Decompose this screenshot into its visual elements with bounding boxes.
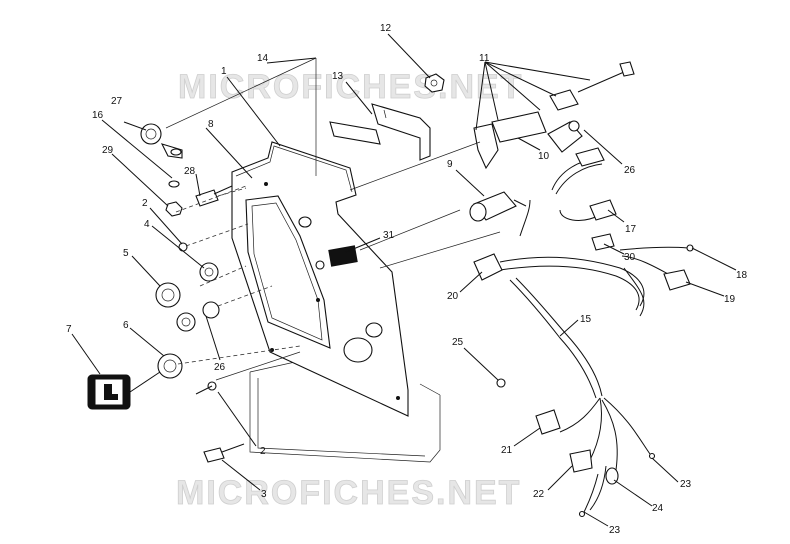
terminal-23a [648, 452, 656, 460]
callout-23-upper: 23 [680, 479, 692, 490]
callout-7: 7 [66, 324, 72, 335]
grommet-25 [496, 378, 506, 388]
connector-17 [589, 199, 617, 221]
callout-2-upper: 2 [142, 198, 148, 209]
callout-13: 13 [332, 71, 344, 82]
callout-6: 6 [123, 320, 129, 331]
connector-26 [575, 147, 605, 167]
bushing-2a [178, 242, 188, 252]
nut-5 [155, 282, 181, 308]
callout-2-lower: 2 [260, 446, 266, 457]
callout-25: 25 [452, 337, 464, 348]
bolt-3 [203, 447, 225, 463]
callout-20: 20 [447, 291, 459, 302]
callout-15: 15 [580, 314, 592, 325]
callout-9: 9 [447, 159, 453, 170]
switch-9 [469, 191, 527, 222]
left-hardware [87, 123, 249, 463]
callout-16: 16 [92, 110, 104, 121]
callout-26-right: 26 [624, 165, 636, 176]
background-frame [249, 361, 441, 463]
nut-12 [424, 73, 445, 93]
callout-30: 30 [624, 252, 636, 263]
nut-6 [157, 353, 183, 379]
callout-23-lower: 23 [609, 525, 621, 536]
callout-18: 18 [736, 270, 748, 281]
callout-31: 31 [383, 230, 395, 241]
wire-harness [499, 157, 689, 513]
callout-17: 17 [625, 224, 637, 235]
washer-29 [168, 180, 180, 188]
connector-19 [663, 269, 691, 291]
callout-21: 21 [501, 445, 513, 456]
callout-3: 3 [261, 489, 267, 500]
switch-assembly [473, 61, 635, 170]
callout-29: 29 [102, 145, 114, 156]
callout-5: 5 [123, 248, 129, 259]
callout-4: 4 [144, 219, 150, 230]
bolt-28 [195, 189, 219, 207]
washer-27 [140, 123, 162, 145]
callout-28: 28 [184, 166, 196, 177]
callout-10: 10 [538, 151, 550, 162]
washer-4 [199, 262, 219, 282]
callout-24: 24 [652, 503, 664, 514]
callout-14: 14 [257, 53, 269, 64]
connector-21 [535, 409, 561, 435]
callout-11: 11 [479, 53, 490, 64]
watermark-top: MICROFICHES.NET [178, 68, 523, 106]
alignment-lines [175, 141, 501, 381]
terminal-23b [578, 510, 586, 518]
connector-24 [605, 467, 619, 485]
callout-27: 27 [111, 96, 123, 107]
callout-19: 19 [724, 294, 736, 305]
panel-label-decal [328, 245, 358, 267]
callout-8: 8 [208, 119, 214, 130]
lockwasher-26 [202, 301, 220, 319]
watermark-bottom: MICROFICHES.NET [176, 474, 521, 512]
callout-26-left: 26 [214, 362, 226, 373]
leader-lines [71, 33, 737, 527]
nut-29 [165, 201, 183, 217]
callout-12: 12 [380, 23, 392, 34]
callout-22: 22 [533, 489, 545, 500]
washer-6a [176, 312, 196, 332]
bracket-assembly [165, 57, 431, 176]
callout-labels: 1 2 2 3 4 5 6 7 8 9 10 11 12 13 14 15 16… [66, 23, 748, 536]
connector-22 [569, 449, 593, 473]
dash-panel [231, 141, 409, 417]
callout-1: 1 [221, 66, 227, 77]
connectors [473, 147, 694, 518]
